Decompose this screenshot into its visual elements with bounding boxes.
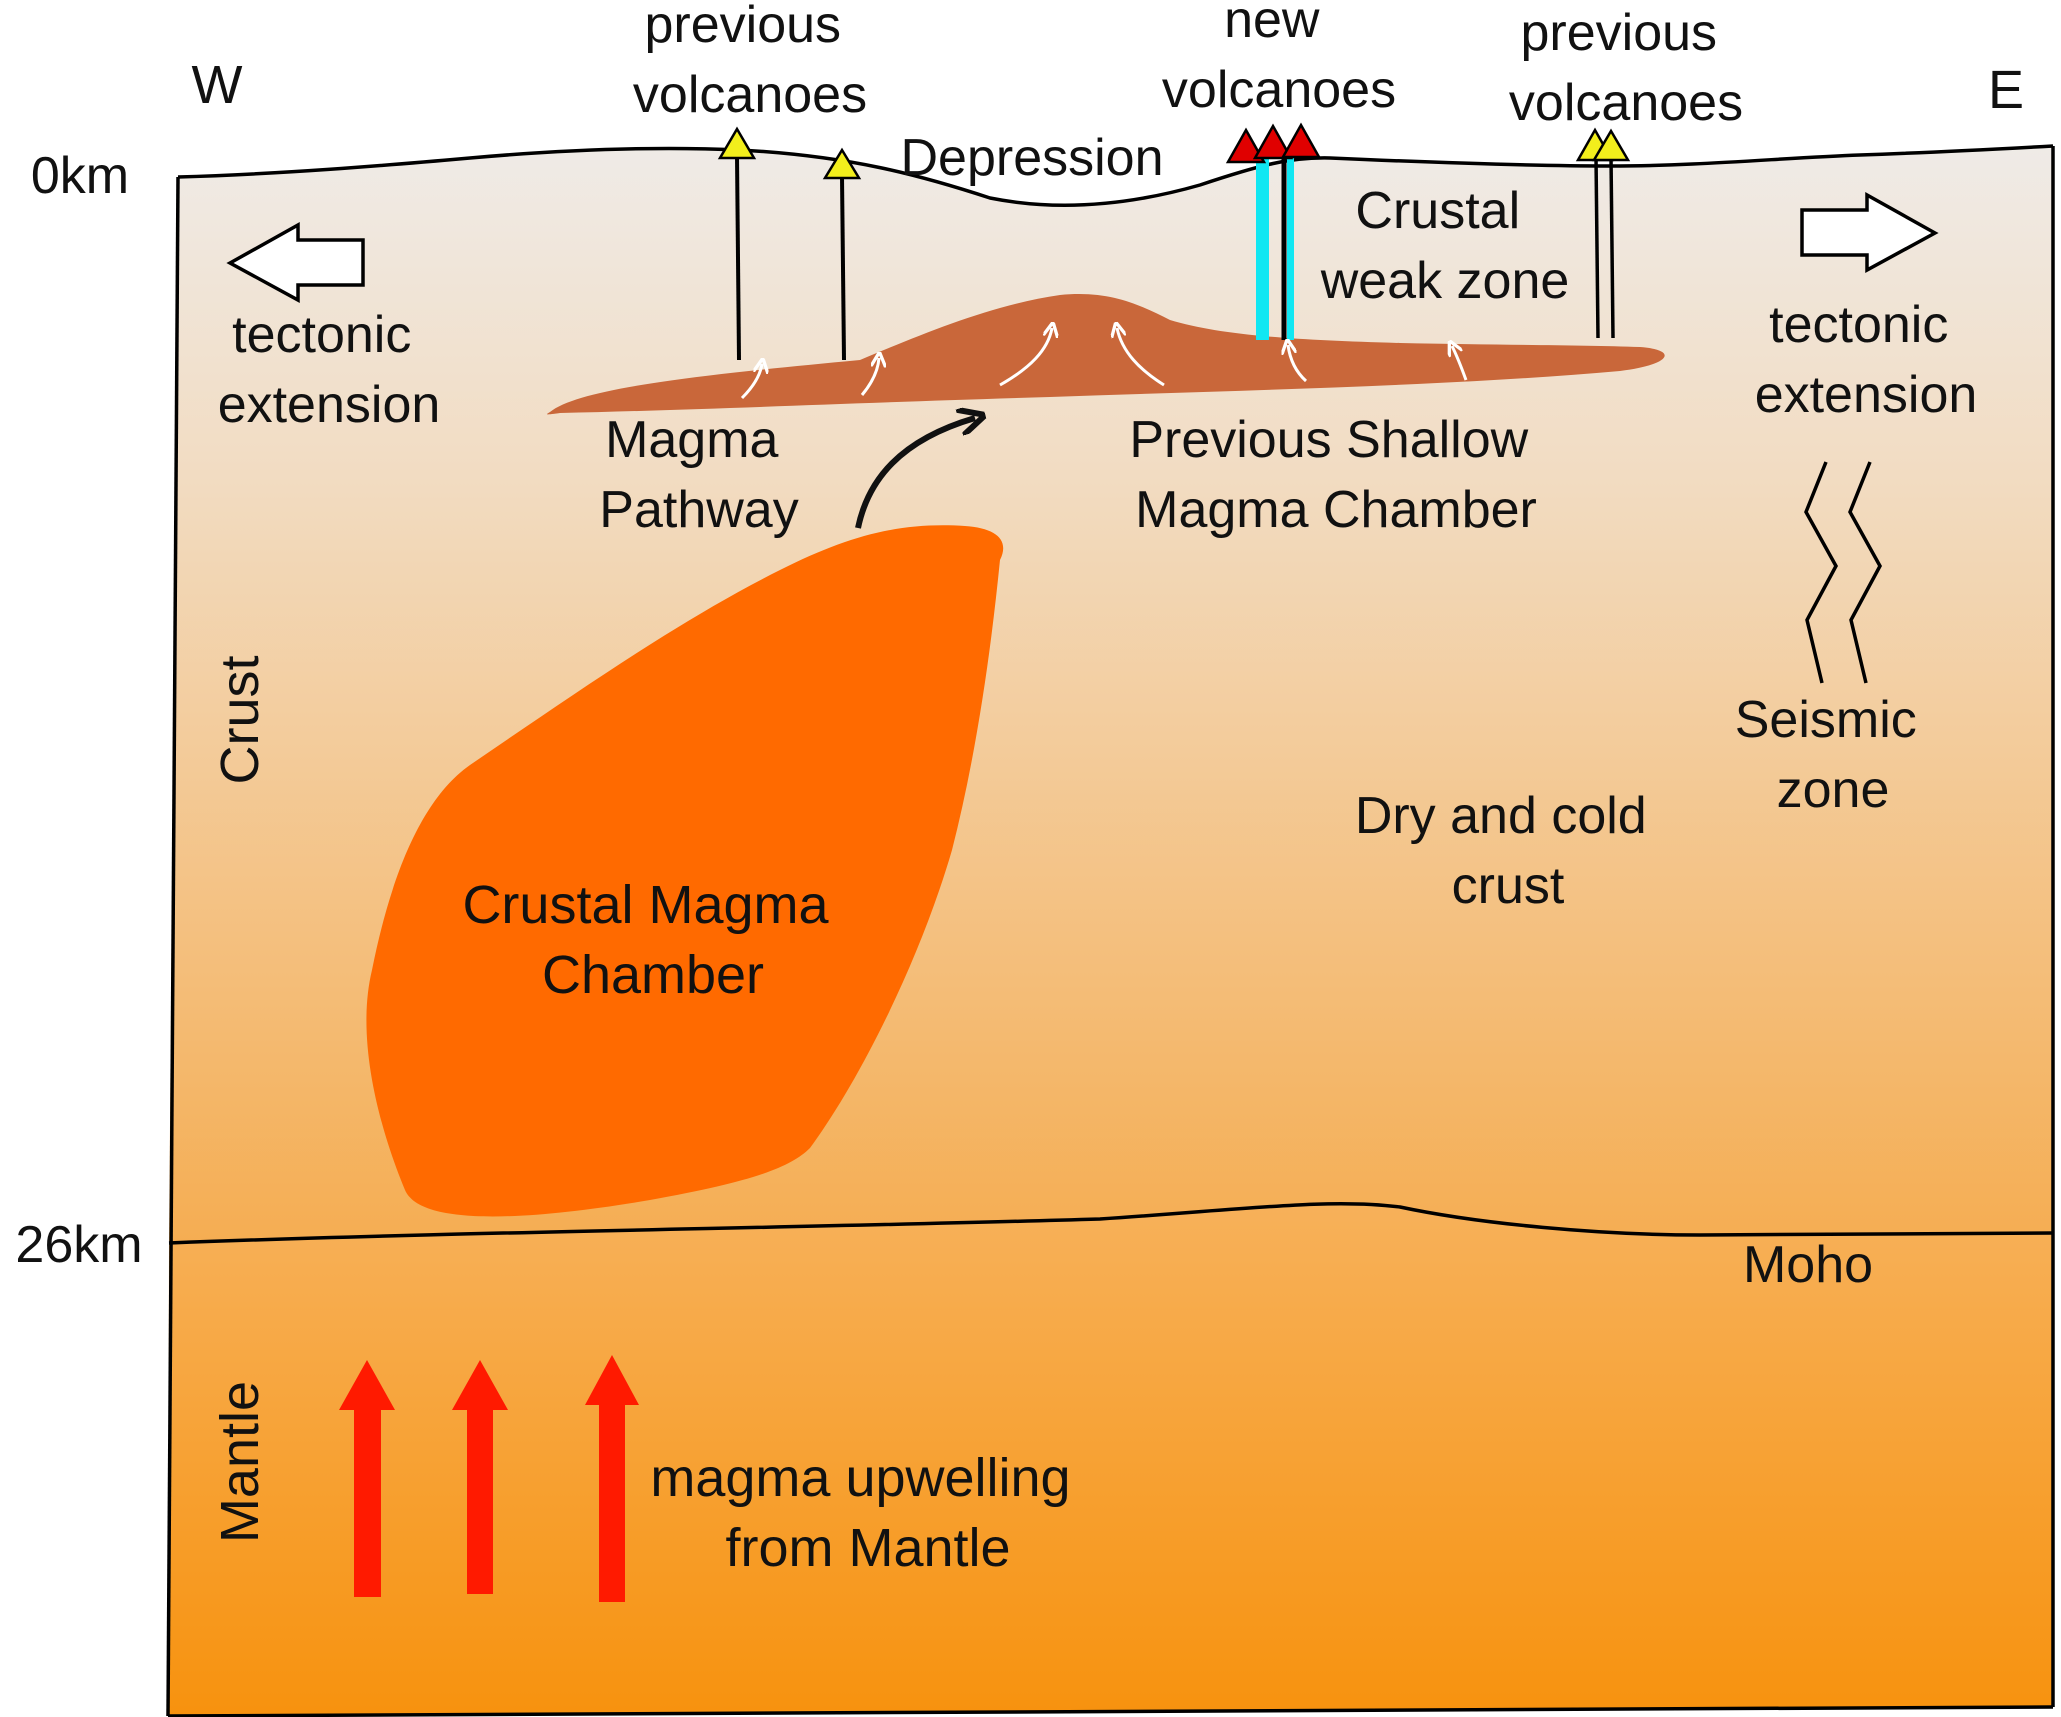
crustal-weak-zone-label: Crustal weak zone (1320, 182, 1570, 310)
dry-cold-crust-line-1: Dry and cold (1355, 787, 1647, 845)
magma-upwelling-arrow-3 (585, 1355, 639, 1602)
new-volcano-1-icon (1225, 127, 1267, 164)
tectonic-extension-east-line-1: tectonic (1769, 296, 1948, 354)
conduit-west-2 (840, 175, 846, 361)
previous-volcano-west-2-icon (822, 147, 862, 180)
magma-pathway-arrow (855, 418, 975, 529)
magma-upwelling-arrow-2 (452, 1360, 508, 1594)
weak-zone-right-strip (1287, 150, 1294, 340)
crustal-magma-chamber-line-1: Crustal Magma (462, 875, 829, 935)
magma-pathway-label: Magma Pathway (599, 411, 798, 539)
seismic-zone-zigzag-2 (1848, 461, 1882, 684)
flow-arrow-1 (740, 364, 762, 400)
magma-upwelling-arrow-1 (339, 1360, 395, 1597)
depth-26km-label: 26km (15, 1216, 142, 1274)
previous-volcanoes-east-line-1: previous (1520, 4, 1717, 62)
flow-arrow-2 (860, 358, 879, 396)
surface-line (177, 144, 2054, 208)
previous-shallow-chamber-label: Previous Shallow Magma Chamber (1129, 411, 1542, 539)
dry-cold-crust-label: Dry and cold crust (1355, 787, 1661, 915)
tectonic-extension-west-line-2: extension (218, 376, 441, 434)
left-edge-line (166, 176, 180, 1717)
previous-shallow-chamber-line-2: Magma Chamber (1135, 481, 1537, 539)
previous-shallow-chamber-line-1: Previous Shallow (1129, 411, 1528, 469)
new-volcanoes-label: new volcanoes (1162, 0, 1396, 119)
west-label: W (192, 55, 243, 115)
seismic-zone-zigzag-1 (1804, 461, 1838, 684)
new-volcano-2-icon (1252, 123, 1294, 160)
tectonic-extension-east-line-2: extension (1755, 366, 1978, 424)
crustal-magma-chamber-shape (366, 525, 1004, 1217)
east-label: E (1988, 60, 2024, 120)
bottom-edge-line (167, 1705, 2054, 1717)
previous-volcanoes-west-line-1: previous (644, 0, 841, 54)
flow-arrow-3 (999, 328, 1052, 387)
moho-label: Moho (1743, 1236, 1873, 1294)
crustal-weak-zone-line-2: weak zone (1320, 252, 1570, 310)
magma-upwelling-line-2: from Mantle (725, 1518, 1010, 1578)
crustal-magma-chamber-line-2: Chamber (542, 945, 764, 1005)
new-volcanoes-line-1: new (1224, 0, 1320, 49)
magma-pathway-line-2: Pathway (599, 481, 798, 539)
conduit-east-1 (1594, 156, 1600, 339)
flow-arrow-6 (1452, 346, 1468, 381)
previous-volcanoes-east-label: previous volcanoes (1509, 4, 1743, 132)
previous-volcanoes-west-label: previous volcanoes (633, 0, 867, 124)
flow-arrow-5 (1288, 345, 1308, 383)
seismic-zone-line-2: zone (1777, 761, 1890, 819)
moho-line (168, 1201, 2054, 1245)
crustal-weak-zone-conduit (1256, 150, 1269, 340)
magma-upwelling-label: magma upwelling from Mantle (650, 1448, 1085, 1578)
new-volcanoes-line-2: volcanoes (1162, 61, 1396, 119)
previous-volcanoes-east-line-2: volcanoes (1509, 74, 1743, 132)
crustal-magma-chamber-label: Crustal Magma Chamber (462, 875, 843, 1005)
shallow-magma-chamber-shape (547, 294, 1665, 415)
flow-arrow-4 (1117, 328, 1165, 387)
conduit-east-2 (1609, 156, 1615, 339)
new-volcano-3-icon (1280, 122, 1322, 159)
tectonic-extension-east-arrow (1800, 192, 1939, 273)
tectonic-extension-west-line-1: tectonic (232, 306, 411, 364)
depression-label: Depression (900, 129, 1163, 187)
tectonic-extension-west-arrow (226, 222, 365, 303)
conduit-west-1 (735, 155, 741, 361)
crust-label: Crust (210, 655, 270, 784)
mantle-layer (168, 1203, 2053, 1716)
seismic-zone-label: Seismic zone (1735, 691, 1931, 819)
magma-pathway-line-1: Magma (605, 411, 778, 469)
dry-cold-crust-line-2: crust (1452, 857, 1565, 915)
seismic-zone-line-1: Seismic (1735, 691, 1917, 749)
depth-0km-label: 0km (31, 147, 129, 205)
mantle-label: Mantle (210, 1381, 270, 1543)
previous-volcano-east-2-icon (1591, 128, 1631, 162)
tectonic-extension-west-label: tectonic extension (218, 306, 441, 434)
tectonic-extension-east-label: tectonic extension (1755, 296, 1978, 424)
crustal-weak-zone-line-1: Crustal (1355, 182, 1520, 240)
previous-volcano-west-1-icon (717, 126, 757, 160)
previous-volcanoes-west-line-2: volcanoes (633, 66, 867, 124)
magma-upwelling-line-1: magma upwelling (650, 1448, 1070, 1508)
